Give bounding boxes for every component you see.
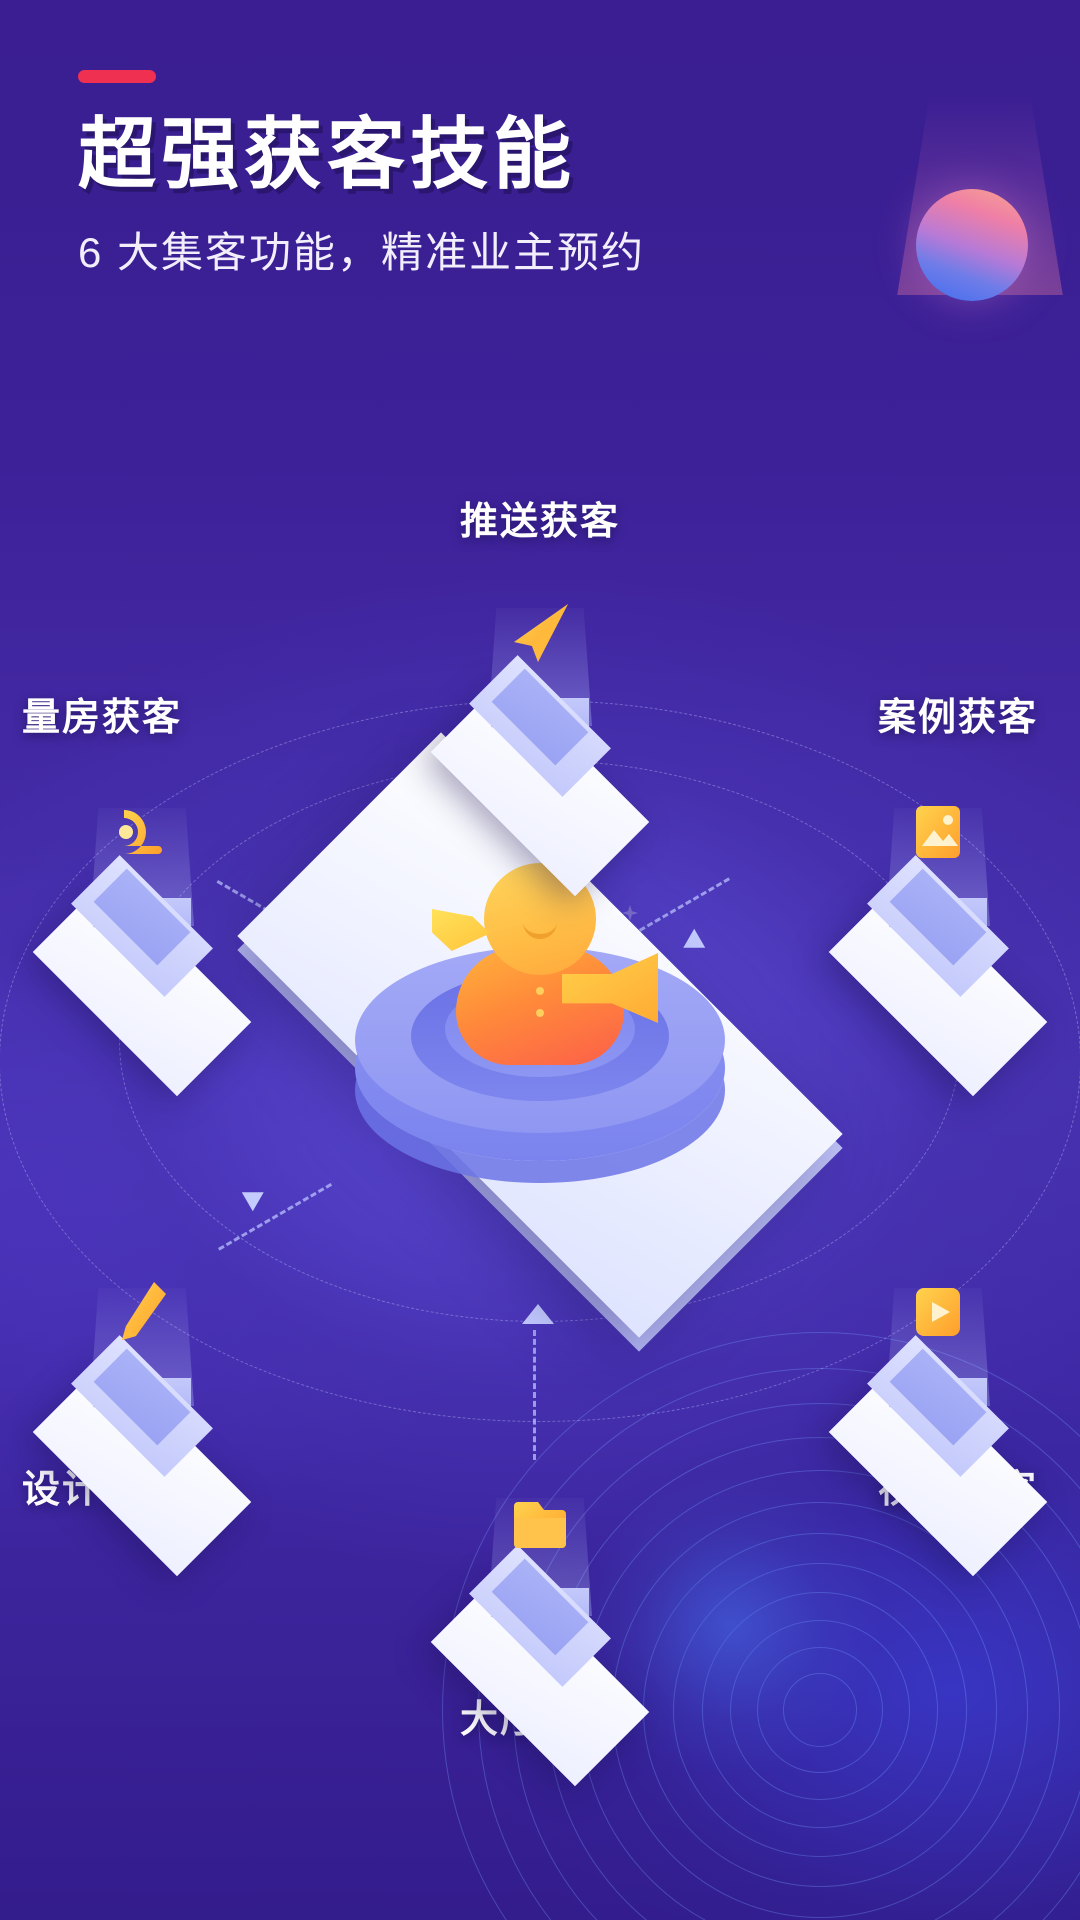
node-lobby[interactable]: 大厅获客 bbox=[420, 1450, 660, 1787]
gradient-sphere bbox=[916, 189, 1028, 301]
megaphone-small-icon bbox=[432, 909, 490, 951]
node-design[interactable]: 设计获客 bbox=[22, 1240, 262, 1577]
pedestal bbox=[818, 808, 1058, 1097]
node-measure[interactable]: 量房获客 bbox=[22, 697, 262, 1097]
gradient-sphere-group bbox=[890, 95, 1070, 301]
tape-measure-icon bbox=[100, 790, 184, 874]
node-label-case: 案例获客 bbox=[877, 697, 1038, 739]
sparkle-icon bbox=[622, 905, 638, 921]
photo-album-icon bbox=[896, 790, 980, 874]
node-label-push: 推送获客 bbox=[459, 501, 620, 543]
node-label-measure: 量房获客 bbox=[21, 697, 182, 739]
pedestal bbox=[818, 1288, 1058, 1577]
node-case[interactable]: 案例获客 bbox=[818, 697, 1058, 1097]
arrow-head-icon bbox=[522, 1304, 554, 1324]
page-subtitle: 6 大集客功能，精准业主预约 bbox=[78, 229, 646, 276]
video-play-icon bbox=[896, 1270, 980, 1354]
isometric-platform bbox=[190, 732, 890, 1352]
page-title: 超强获客技能 bbox=[78, 110, 577, 198]
paper-plane-icon bbox=[498, 590, 582, 674]
node-video[interactable]: 视频获客 bbox=[818, 1240, 1058, 1577]
pen-nib-icon bbox=[100, 1270, 184, 1354]
header: 超强获客技能 6 大集客功能，精准业主预约 bbox=[78, 70, 645, 280]
megaphone-mascot bbox=[410, 859, 670, 1069]
folder-icon bbox=[498, 1480, 582, 1564]
accent-bar bbox=[78, 70, 156, 83]
node-push[interactable]: 推送获客 bbox=[420, 501, 660, 897]
